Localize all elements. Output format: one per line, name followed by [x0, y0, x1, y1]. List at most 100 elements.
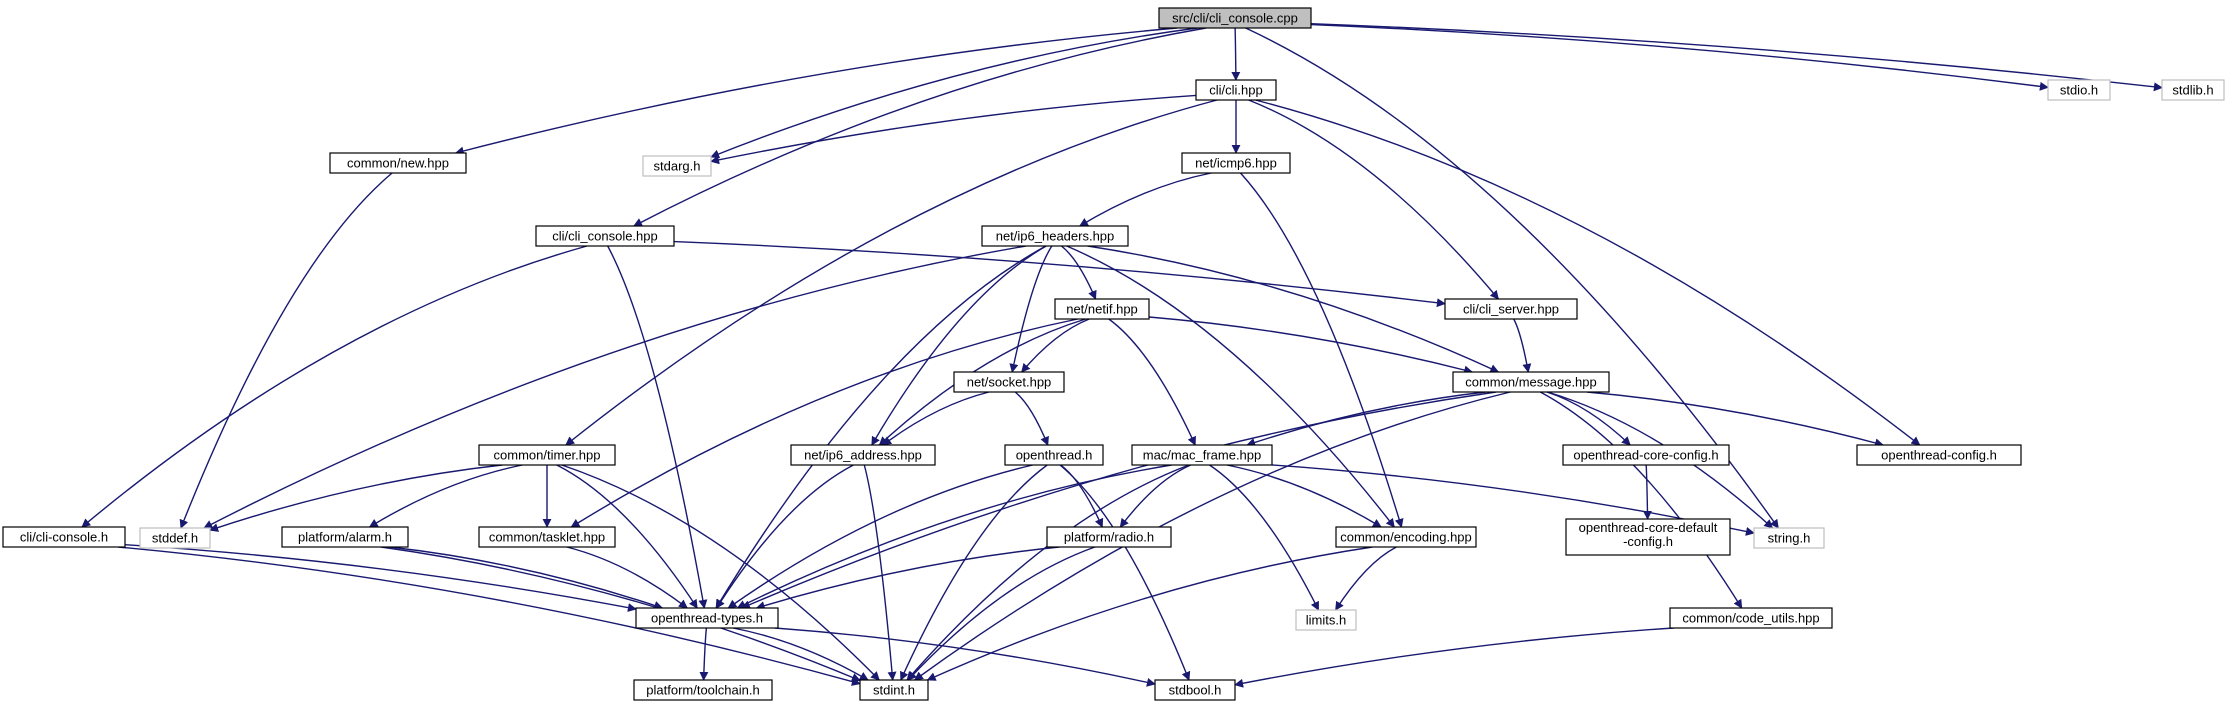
node-ot-config[interactable]: openthread-config.h — [1856, 444, 2022, 466]
include-edge-openthread-h-to-ot-types — [727, 464, 1033, 609]
node-net-icmp6[interactable]: net/icmp6.hpp — [1181, 152, 1291, 174]
node-label: stdlib.h — [2172, 83, 2213, 98]
node-common-message[interactable]: common/message.hpp — [1452, 371, 1610, 393]
node-label: openthread-types.h — [651, 611, 763, 626]
node-label: stdint.h — [873, 683, 915, 698]
include-edge-cli-server-to-common-message — [1513, 318, 1532, 373]
node-label: openthread-config.h — [1881, 448, 1997, 463]
node-label: stdio.h — [2060, 83, 2098, 98]
node-box — [953, 371, 1065, 393]
include-edge-net-ip6-address-to-stdint — [863, 464, 897, 681]
include-edge-root-to-cli-console-hpp — [633, 27, 1207, 227]
include-edge-net-ip6-headers-to-stddef — [203, 245, 1027, 529]
node-box — [478, 526, 616, 548]
node-platform-radio[interactable]: platform/radio.h — [1046, 526, 1172, 548]
include-edge-net-ip6-headers-to-ot-types — [715, 245, 1047, 609]
include-edge-mac-frame-to-limits — [1209, 464, 1320, 611]
node-cli-console-hpp[interactable]: cli/cli_console.hpp — [535, 225, 675, 247]
include-edge-cli-console-hpp-to-cli-server — [673, 240, 1446, 308]
node-box — [1158, 7, 1312, 29]
include-edge-platform-radio-to-stdint — [907, 546, 1096, 681]
node-stdbool[interactable]: stdbool.h — [1154, 679, 1236, 701]
file-nodes: src/cli/cli_console.cpp cli/cli.hpp stdio.… — [2, 7, 2225, 701]
node-box — [1131, 444, 1273, 466]
node-common-tasklet[interactable]: common/tasklet.hpp — [478, 526, 616, 548]
include-edge-ot-types-to-platform-toolchain — [699, 627, 709, 681]
node-common-code-utils[interactable]: common/code_utils.hpp — [1669, 607, 1833, 629]
node-label: common/message.hpp — [1465, 375, 1597, 390]
node-label: cli/cli_console.hpp — [552, 229, 658, 244]
node-box — [1054, 298, 1150, 320]
node-label: limits.h — [1306, 613, 1346, 628]
node-platform-toolchain[interactable]: platform/toolchain.h — [633, 679, 773, 701]
include-edge-cli-hpp-to-ot-config — [1255, 99, 1921, 446]
node-common-encoding[interactable]: common/encoding.hpp — [1335, 526, 1477, 548]
node-net-ip6-headers[interactable]: net/ip6_headers.hpp — [981, 225, 1129, 247]
include-edge-net-icmp6-to-common-encoding — [1239, 172, 1404, 528]
node-box — [1046, 526, 1172, 548]
node-ot-core-default[interactable]: openthread-core-default-config.h — [1565, 518, 1731, 556]
node-mac-frame[interactable]: mac/mac_frame.hpp — [1131, 444, 1273, 466]
node-box — [329, 152, 467, 174]
node-cli-console-h[interactable]: cli/cli-console.h — [2, 526, 126, 548]
node-label: stdarg.h — [654, 159, 701, 174]
include-edge-platform-radio-to-ot-types — [755, 546, 1060, 610]
node-box — [535, 225, 675, 247]
node-ot-types[interactable]: openthread-types.h — [635, 607, 779, 629]
node-box — [281, 526, 409, 548]
node-box — [1444, 298, 1578, 320]
node-openthread-h[interactable]: openthread.h — [1004, 444, 1104, 466]
include-edge-cli-console-h-to-ot-types — [124, 544, 637, 613]
include-edge-common-message-to-common-code-utils — [1539, 391, 1743, 609]
include-edge-common-timer-to-stddef — [209, 464, 503, 532]
include-edge-common-timer-to-stdint — [561, 464, 880, 681]
include-edge-net-netif-to-common-tasklet — [570, 318, 1078, 528]
include-edge-common-tasklet-to-ot-types — [566, 546, 688, 609]
node-label: net/socket.hpp — [967, 375, 1052, 390]
include-edge-root-to-cli-hpp — [1231, 27, 1241, 81]
node-cli-hpp[interactable]: cli/cli.hpp — [1195, 79, 1277, 101]
include-edge-net-ip6-headers-to-net-netif — [1060, 245, 1097, 300]
include-edge-platform-alarm-to-stdint — [380, 546, 861, 682]
node-box — [1669, 607, 1833, 629]
include-edge-root-to-stdio — [1310, 23, 2049, 91]
node-platform-alarm[interactable]: platform/alarm.h — [281, 526, 409, 548]
node-common-new[interactable]: common/new.hpp — [329, 152, 467, 174]
node-stdarg: stdarg.h — [642, 155, 712, 177]
node-label: openthread.h — [1016, 448, 1093, 463]
node-box — [2161, 79, 2225, 101]
node-net-ip6-address[interactable]: net/ip6_address.hpp — [790, 444, 936, 466]
node-label: cli/cli_server.hpp — [1463, 302, 1559, 317]
include-edge-common-code-utils-to-stdbool — [1234, 627, 1674, 688]
node-stdio: stdio.h — [2047, 79, 2111, 101]
node-label: common/tasklet.hpp — [489, 530, 605, 545]
node-root[interactable]: src/cli/cli_console.cpp — [1158, 7, 1312, 29]
node-net-socket[interactable]: net/socket.hpp — [953, 371, 1065, 393]
node-box — [139, 527, 211, 549]
include-edge-common-timer-to-platform-alarm — [368, 464, 523, 528]
node-cli-server[interactable]: cli/cli_server.hpp — [1444, 298, 1578, 320]
include-edge-ot-types-to-stdbool — [774, 627, 1156, 687]
node-box — [478, 444, 616, 466]
include-edge-common-message-to-ot-core-config — [1546, 391, 1631, 446]
include-edge-root-to-stdarg — [710, 27, 1198, 159]
node-stdint[interactable]: stdint.h — [859, 679, 929, 701]
node-ot-core-config[interactable]: openthread-core-config.h — [1562, 444, 1730, 466]
include-edge-net-socket-to-net-ip6-address — [882, 391, 990, 446]
include-edge-net-ip6-headers-to-net-socket — [1009, 245, 1053, 373]
include-edge-ot-types-to-stdint — [732, 627, 869, 681]
node-label: cli/cli-console.h — [20, 530, 108, 545]
node-box — [1335, 526, 1477, 548]
include-edge-mac-frame-to-ot-types — [736, 464, 1172, 609]
node-box — [1565, 518, 1731, 556]
node-net-netif[interactable]: net/netif.hpp — [1054, 298, 1150, 320]
node-box — [1154, 679, 1236, 701]
node-label: src/cli/cli_console.cpp — [1172, 11, 1298, 26]
include-edge-net-netif-to-net-socket — [1021, 318, 1090, 373]
include-edge-root-to-common-new — [454, 27, 1178, 156]
node-box — [1195, 79, 1277, 101]
node-common-timer[interactable]: common/timer.hpp — [478, 444, 616, 466]
node-label: stdbool.h — [1169, 683, 1222, 698]
node-label: mac/mac_frame.hpp — [1143, 448, 1262, 463]
